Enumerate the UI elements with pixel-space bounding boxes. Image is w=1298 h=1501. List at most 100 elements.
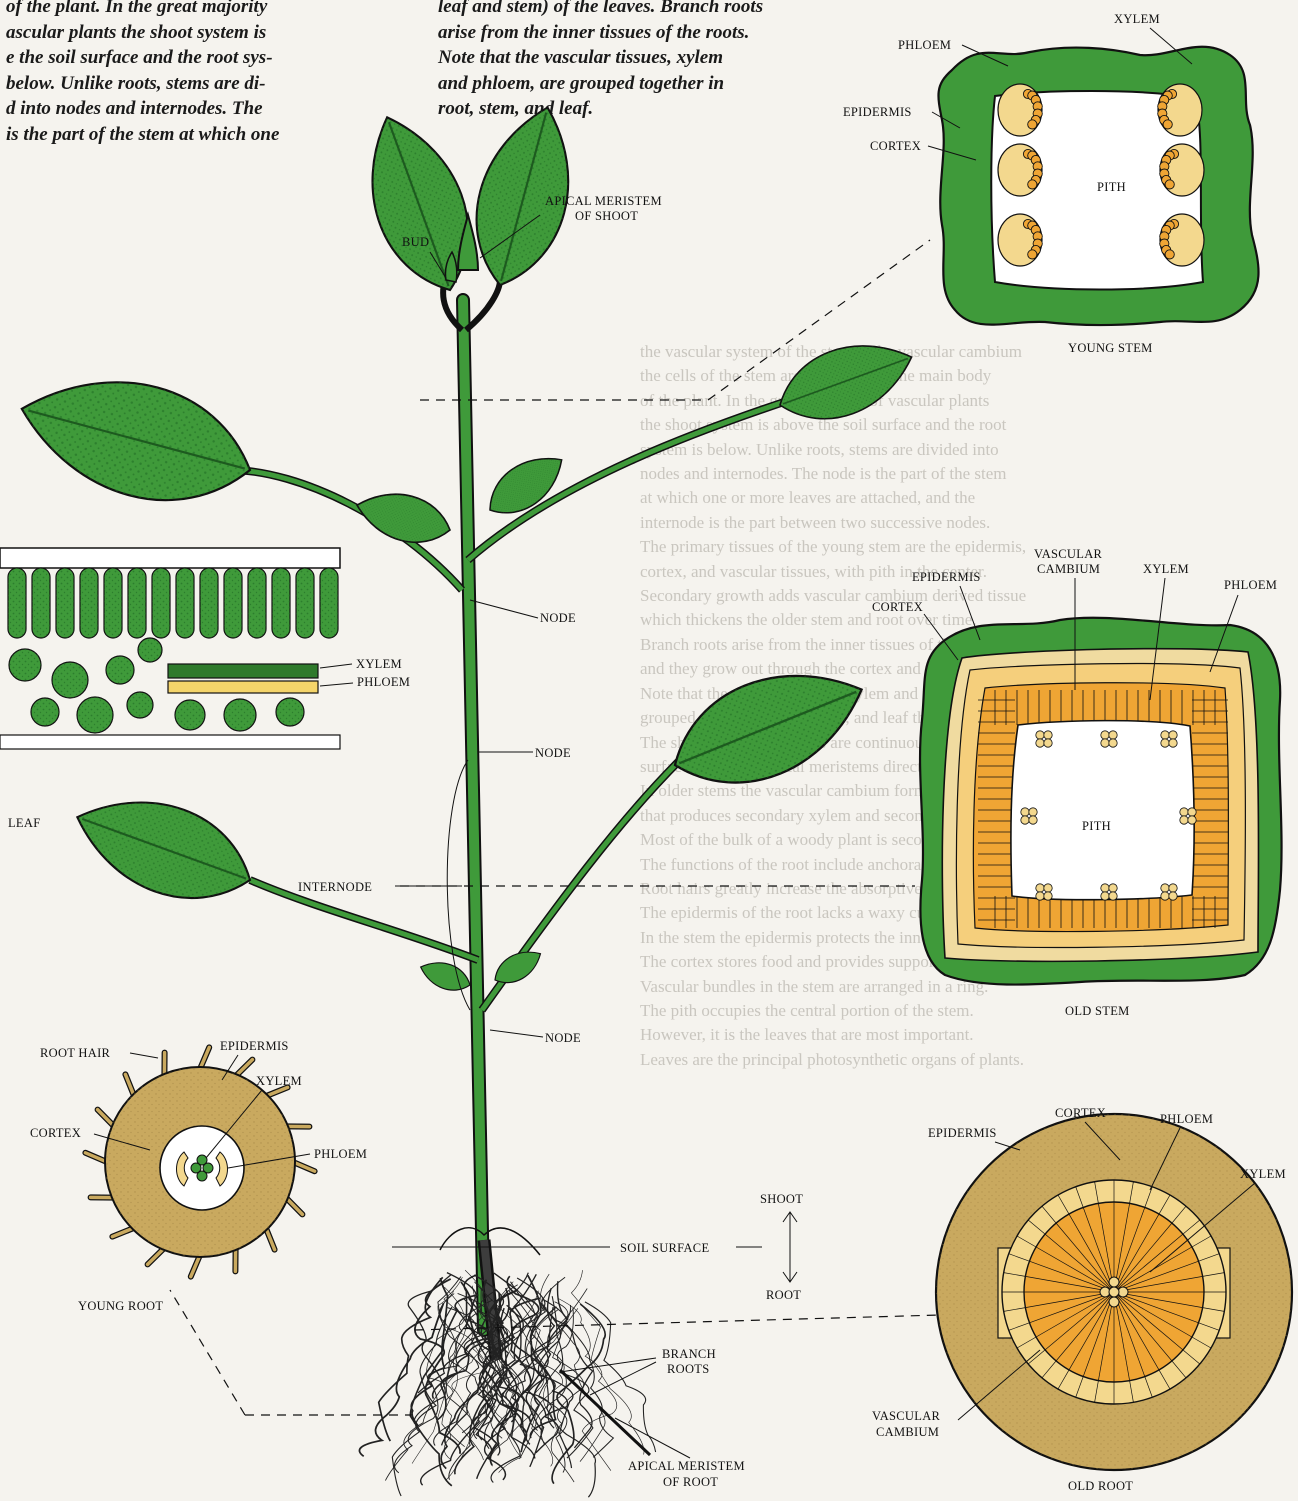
xylem-cell <box>1165 250 1174 259</box>
label-old-root-xylem: XYLEM <box>1240 1167 1286 1181</box>
label-young-root-cortex: CORTEX <box>30 1126 81 1140</box>
xylem-cell <box>1036 731 1044 739</box>
label-old-stem-epidermis: EPIDERMIS <box>912 570 981 584</box>
spongy-stipple <box>106 656 134 684</box>
label-old-stem-vascular-cambium: CAMBIUM <box>1037 562 1100 576</box>
xylem-cell <box>1161 731 1169 739</box>
xylem-cell <box>1165 180 1174 189</box>
spongy-stipple <box>77 697 113 733</box>
label-old-root-epidermis: EPIDERMIS <box>928 1126 997 1140</box>
label-node-2: NODE <box>535 746 571 760</box>
label-old-root-title: OLD ROOT <box>1068 1479 1133 1493</box>
label-apical-meristem-shoot: APICAL MERISTEM <box>545 194 662 208</box>
spongy-stipple <box>127 692 153 718</box>
spongy-stipple <box>276 698 304 726</box>
leaf-small <box>416 955 474 996</box>
branch-root <box>571 1270 644 1454</box>
xylem-cell <box>1101 731 1109 739</box>
xylem-cell <box>1044 884 1052 892</box>
palisade-stipple <box>224 568 242 638</box>
xylem-cell <box>1161 739 1169 747</box>
spongy-stipple <box>224 699 256 731</box>
label-node-3: NODE <box>545 1031 581 1045</box>
label-young-stem-epidermis: EPIDERMIS <box>843 105 912 119</box>
label-old-stem-phloem: PHLOEM <box>1224 578 1277 592</box>
xylem-cell <box>1188 816 1196 824</box>
xylem-cell <box>1109 731 1117 739</box>
palisade-stipple <box>32 568 50 638</box>
label-young-root-phloem: PHLOEM <box>314 1147 367 1161</box>
spongy-stipple <box>138 638 162 662</box>
label-leaf-xylem: XYLEM <box>356 657 402 671</box>
xylem-cell <box>1028 120 1037 129</box>
label-young-stem-phloem: PHLOEM <box>898 38 951 52</box>
label-leaf-phloem: PHLOEM <box>357 675 410 689</box>
label-old-stem-xylem: XYLEM <box>1143 562 1189 576</box>
xylem-cell <box>1101 892 1109 900</box>
label-root: ROOT <box>766 1288 801 1302</box>
young-root-section: ROOT HAIR EPIDERMIS XYLEM CORTEX PHLOEM … <box>30 1039 367 1313</box>
xylem-cell <box>1169 731 1177 739</box>
xylem-cell <box>1028 250 1037 259</box>
palisade-stipple <box>128 568 146 638</box>
young-root-stele <box>160 1126 244 1210</box>
branch-root <box>509 1309 596 1498</box>
label-soil-surface: SOIL SURFACE <box>620 1241 709 1255</box>
xylem-cell <box>1044 892 1052 900</box>
xylem-cell <box>1109 739 1117 747</box>
root-system <box>359 1270 655 1497</box>
label-young-stem-title: YOUNG STEM <box>1068 341 1153 355</box>
leaf-section: XYLEM PHLOEM LEAF <box>0 548 410 830</box>
young-stem-section: PITH XYLEM PHLOEM EPIDERMIS CORTEX YOUNG… <box>843 12 1259 355</box>
xylem-cell <box>1109 892 1117 900</box>
palisade-stipple <box>248 568 266 638</box>
root-hair-fill <box>236 1060 253 1077</box>
xylem-cell <box>1036 884 1044 892</box>
xylem-cell <box>1021 816 1029 824</box>
old-root-section: CORTEX PHLOEM EPIDERMIS XYLEM VASCULAR C… <box>872 1106 1292 1493</box>
palisade-stipple <box>176 568 194 638</box>
label-young-root-epidermis: EPIDERMIS <box>220 1039 289 1053</box>
label-old-root-vascular-cambium: VASCULAR <box>872 1409 941 1423</box>
xylem-cell <box>1101 884 1109 892</box>
xylem-cell <box>1036 892 1044 900</box>
xylem-cell <box>1101 739 1109 747</box>
palisade-stipple <box>272 568 290 638</box>
label-old-root-phloem: PHLOEM <box>1160 1112 1213 1126</box>
xylem-cell <box>1044 731 1052 739</box>
leaf-xylem-band <box>168 664 318 678</box>
xylem-cell <box>1029 816 1037 824</box>
leaf-large-right <box>769 326 923 436</box>
label-old-stem-title: OLD STEM <box>1065 1004 1130 1018</box>
xylem-cell <box>1180 816 1188 824</box>
label-old-stem-cortex: CORTEX <box>872 600 923 614</box>
plant-labels: APICAL MERISTEM OF SHOOT BUD NODE NODE I… <box>298 194 803 1489</box>
label-young-stem-pith: PITH <box>1097 180 1126 194</box>
palisade-stipple <box>8 568 26 638</box>
palisade-stipple <box>200 568 218 638</box>
label-branch-roots: BRANCH <box>662 1347 716 1361</box>
root-hair-fill <box>98 1110 115 1127</box>
label-young-root-title: YOUNG ROOT <box>78 1299 163 1313</box>
palisade-cells <box>8 568 338 638</box>
palisade-stipple <box>152 568 170 638</box>
palisade-stipple <box>296 568 314 638</box>
xylem-cell <box>1029 808 1037 816</box>
spongy-stipple <box>31 698 59 726</box>
branch <box>230 270 790 1010</box>
label-young-root-hair: ROOT HAIR <box>40 1046 111 1060</box>
leaf-upper-left <box>346 103 490 305</box>
label-leaf-title: LEAF <box>8 816 40 830</box>
xylem-cell <box>1028 180 1037 189</box>
xylem-cell <box>1163 120 1172 129</box>
label-young-root-xylem: XYLEM <box>256 1074 302 1088</box>
xylem-cell <box>1169 892 1177 900</box>
spongy-stipple <box>175 700 205 730</box>
palisade-stipple <box>80 568 98 638</box>
xylem-cell <box>1169 739 1177 747</box>
label-internode: INTERNODE <box>298 880 372 894</box>
xylem-cell <box>1021 808 1029 816</box>
xylem-cell <box>1169 884 1177 892</box>
label-node-1: NODE <box>540 611 576 625</box>
